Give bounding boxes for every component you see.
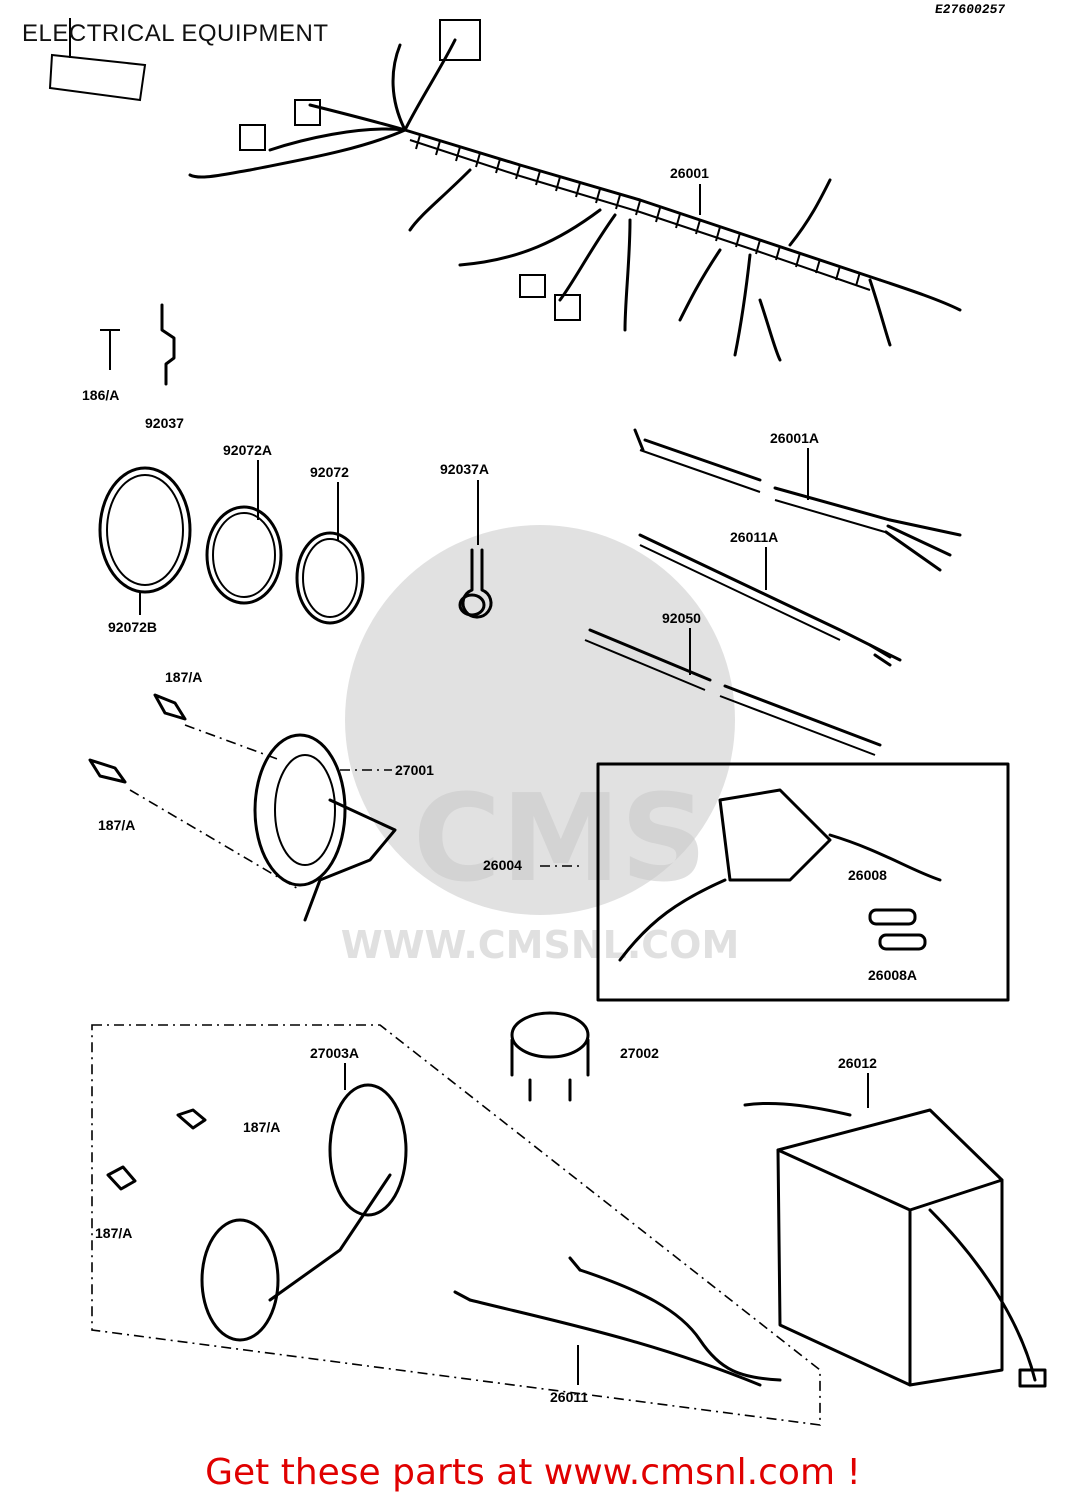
label-26001: 26001 — [670, 165, 709, 181]
label-92072b: 92072B — [108, 619, 157, 635]
label-187a-1: 187/A — [165, 669, 202, 685]
battery-26012[interactable] — [743, 1101, 1047, 1388]
clamp-92072b[interactable] — [98, 466, 192, 594]
harness-26011[interactable] — [453, 1256, 782, 1387]
watermark: CMS WWW.CMSNL.COM — [341, 525, 740, 967]
label-92050: 92050 — [662, 610, 701, 626]
label-186a: 186/A — [82, 387, 119, 403]
label-92037: 92037 — [145, 415, 184, 431]
horn-group-frame — [91, 1024, 821, 1426]
label-92072: 92072 — [310, 464, 349, 480]
horn-27001[interactable] — [253, 733, 397, 922]
horn-27003a[interactable] — [200, 1083, 408, 1342]
label-26004: 26004 — [483, 857, 522, 873]
label-26012: 26012 — [838, 1055, 877, 1071]
label-26008a: 26008A — [868, 967, 917, 983]
screw-187a-4[interactable] — [106, 1165, 137, 1191]
bracket-92037[interactable] — [160, 303, 176, 386]
watermark-logo: CMS — [413, 770, 707, 909]
screw-186a[interactable] — [100, 329, 120, 370]
sub-harness-26011a[interactable] — [638, 533, 902, 667]
label-92037a: 92037A — [440, 461, 489, 477]
label-27003a: 27003A — [310, 1045, 359, 1061]
label-26011a: 26011A — [730, 529, 778, 545]
label-187a-4: 187/A — [95, 1225, 132, 1241]
screw-187a-3[interactable] — [176, 1108, 207, 1130]
label-187a-3: 187/A — [243, 1119, 280, 1135]
sub-harness-26001a[interactable] — [633, 428, 962, 572]
diagram-code: E27600257 — [933, 2, 1007, 17]
diagram-title: ELECTRICAL EQUIPMENT — [22, 20, 329, 47]
footer-link[interactable]: Get these parts at www.cmsnl.com ! — [205, 1452, 861, 1493]
label-92072a: 92072A — [223, 442, 272, 458]
label-27002: 27002 — [620, 1045, 659, 1061]
switch-27002[interactable] — [510, 1011, 590, 1102]
watermark-url: WWW.CMSNL.COM — [341, 923, 740, 967]
label-187a-2: 187/A — [98, 817, 135, 833]
clamp-92072[interactable] — [295, 531, 365, 625]
clamp-92037a[interactable] — [458, 548, 493, 619]
label-26011: 26011 — [550, 1389, 588, 1405]
fuse-26008a[interactable] — [878, 933, 927, 951]
fuse-26008[interactable] — [868, 908, 917, 926]
label-26008: 26008 — [848, 867, 887, 883]
screw-187a-1[interactable] — [153, 693, 187, 721]
screw-187a-2[interactable] — [88, 758, 127, 784]
label-27001: 27001 — [395, 762, 434, 778]
label-26001a: 26001A — [770, 430, 819, 446]
rectifier-box-frame — [596, 762, 1010, 1002]
regulator-26004[interactable] — [618, 788, 942, 962]
clamp-92072a[interactable] — [205, 505, 283, 605]
main-harness-26001[interactable] — [48, 18, 962, 362]
